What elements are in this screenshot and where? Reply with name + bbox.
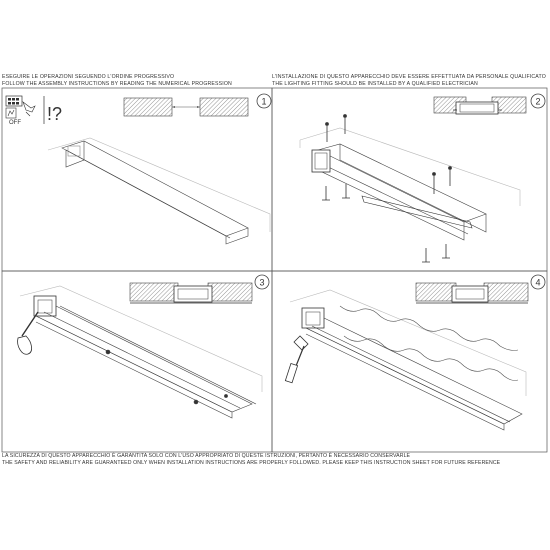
panel-4-section-detail xyxy=(415,282,529,304)
step-3-badge: 3 xyxy=(254,274,270,290)
power-off-warning-icon: OFF !? xyxy=(5,95,62,126)
header-right-line2: THE LIGHTING FITTING SHOULD BE INSTALLED… xyxy=(272,80,478,87)
header-left: ESEGUIRE LE OPERAZIONI SEGUENDO L'ORDINE… xyxy=(2,74,232,87)
footer: LA SICUREZZA DI QUESTO APPARECCHIO È GAR… xyxy=(2,453,500,466)
step-3-number: 3 xyxy=(259,278,264,288)
panel-3-section-detail xyxy=(129,282,253,304)
header-right: L'INSTALLAZIONE DI QUESTO APPARECCHIO DE… xyxy=(272,74,546,87)
panel-2-profile-mounting xyxy=(299,114,521,263)
step-2-number: 2 xyxy=(535,97,540,107)
panel-1-ceiling-cutout xyxy=(47,137,271,245)
footer-line2: THE SAFETY AND RELIABILITY ARE GUARANTEE… xyxy=(2,459,501,466)
header-left-line2: FOLLOW THE ASSEMBLY INSTRUCTIONS BY READ… xyxy=(2,80,232,87)
panel-1-cutout-detail xyxy=(123,97,249,117)
panel-3-plastering xyxy=(17,285,263,419)
step-2-badge: 2 xyxy=(530,93,546,109)
step-1-number: 1 xyxy=(261,97,266,107)
step-4-number: 4 xyxy=(535,278,540,288)
header-right-line1: L'INSTALLAZIONE DI QUESTO APPARECCHIO DE… xyxy=(272,74,546,80)
step-1-badge: 1 xyxy=(256,93,272,109)
footer-line1: LA SICUREZZA DI QUESTO APPARECCHIO È GAR… xyxy=(2,453,411,459)
panel-4-painting xyxy=(284,289,527,431)
off-label: OFF xyxy=(9,120,21,126)
panel-frames xyxy=(1,87,548,453)
question-glyph: !? xyxy=(47,104,62,124)
panel-4-frame xyxy=(271,270,548,453)
panel-2-section-detail xyxy=(433,96,527,115)
step-4-badge: 4 xyxy=(530,274,546,290)
panel-2-frame xyxy=(271,87,548,272)
header-left-line1: ESEGUIRE LE OPERAZIONI SEGUENDO L'ORDINE… xyxy=(2,74,175,80)
